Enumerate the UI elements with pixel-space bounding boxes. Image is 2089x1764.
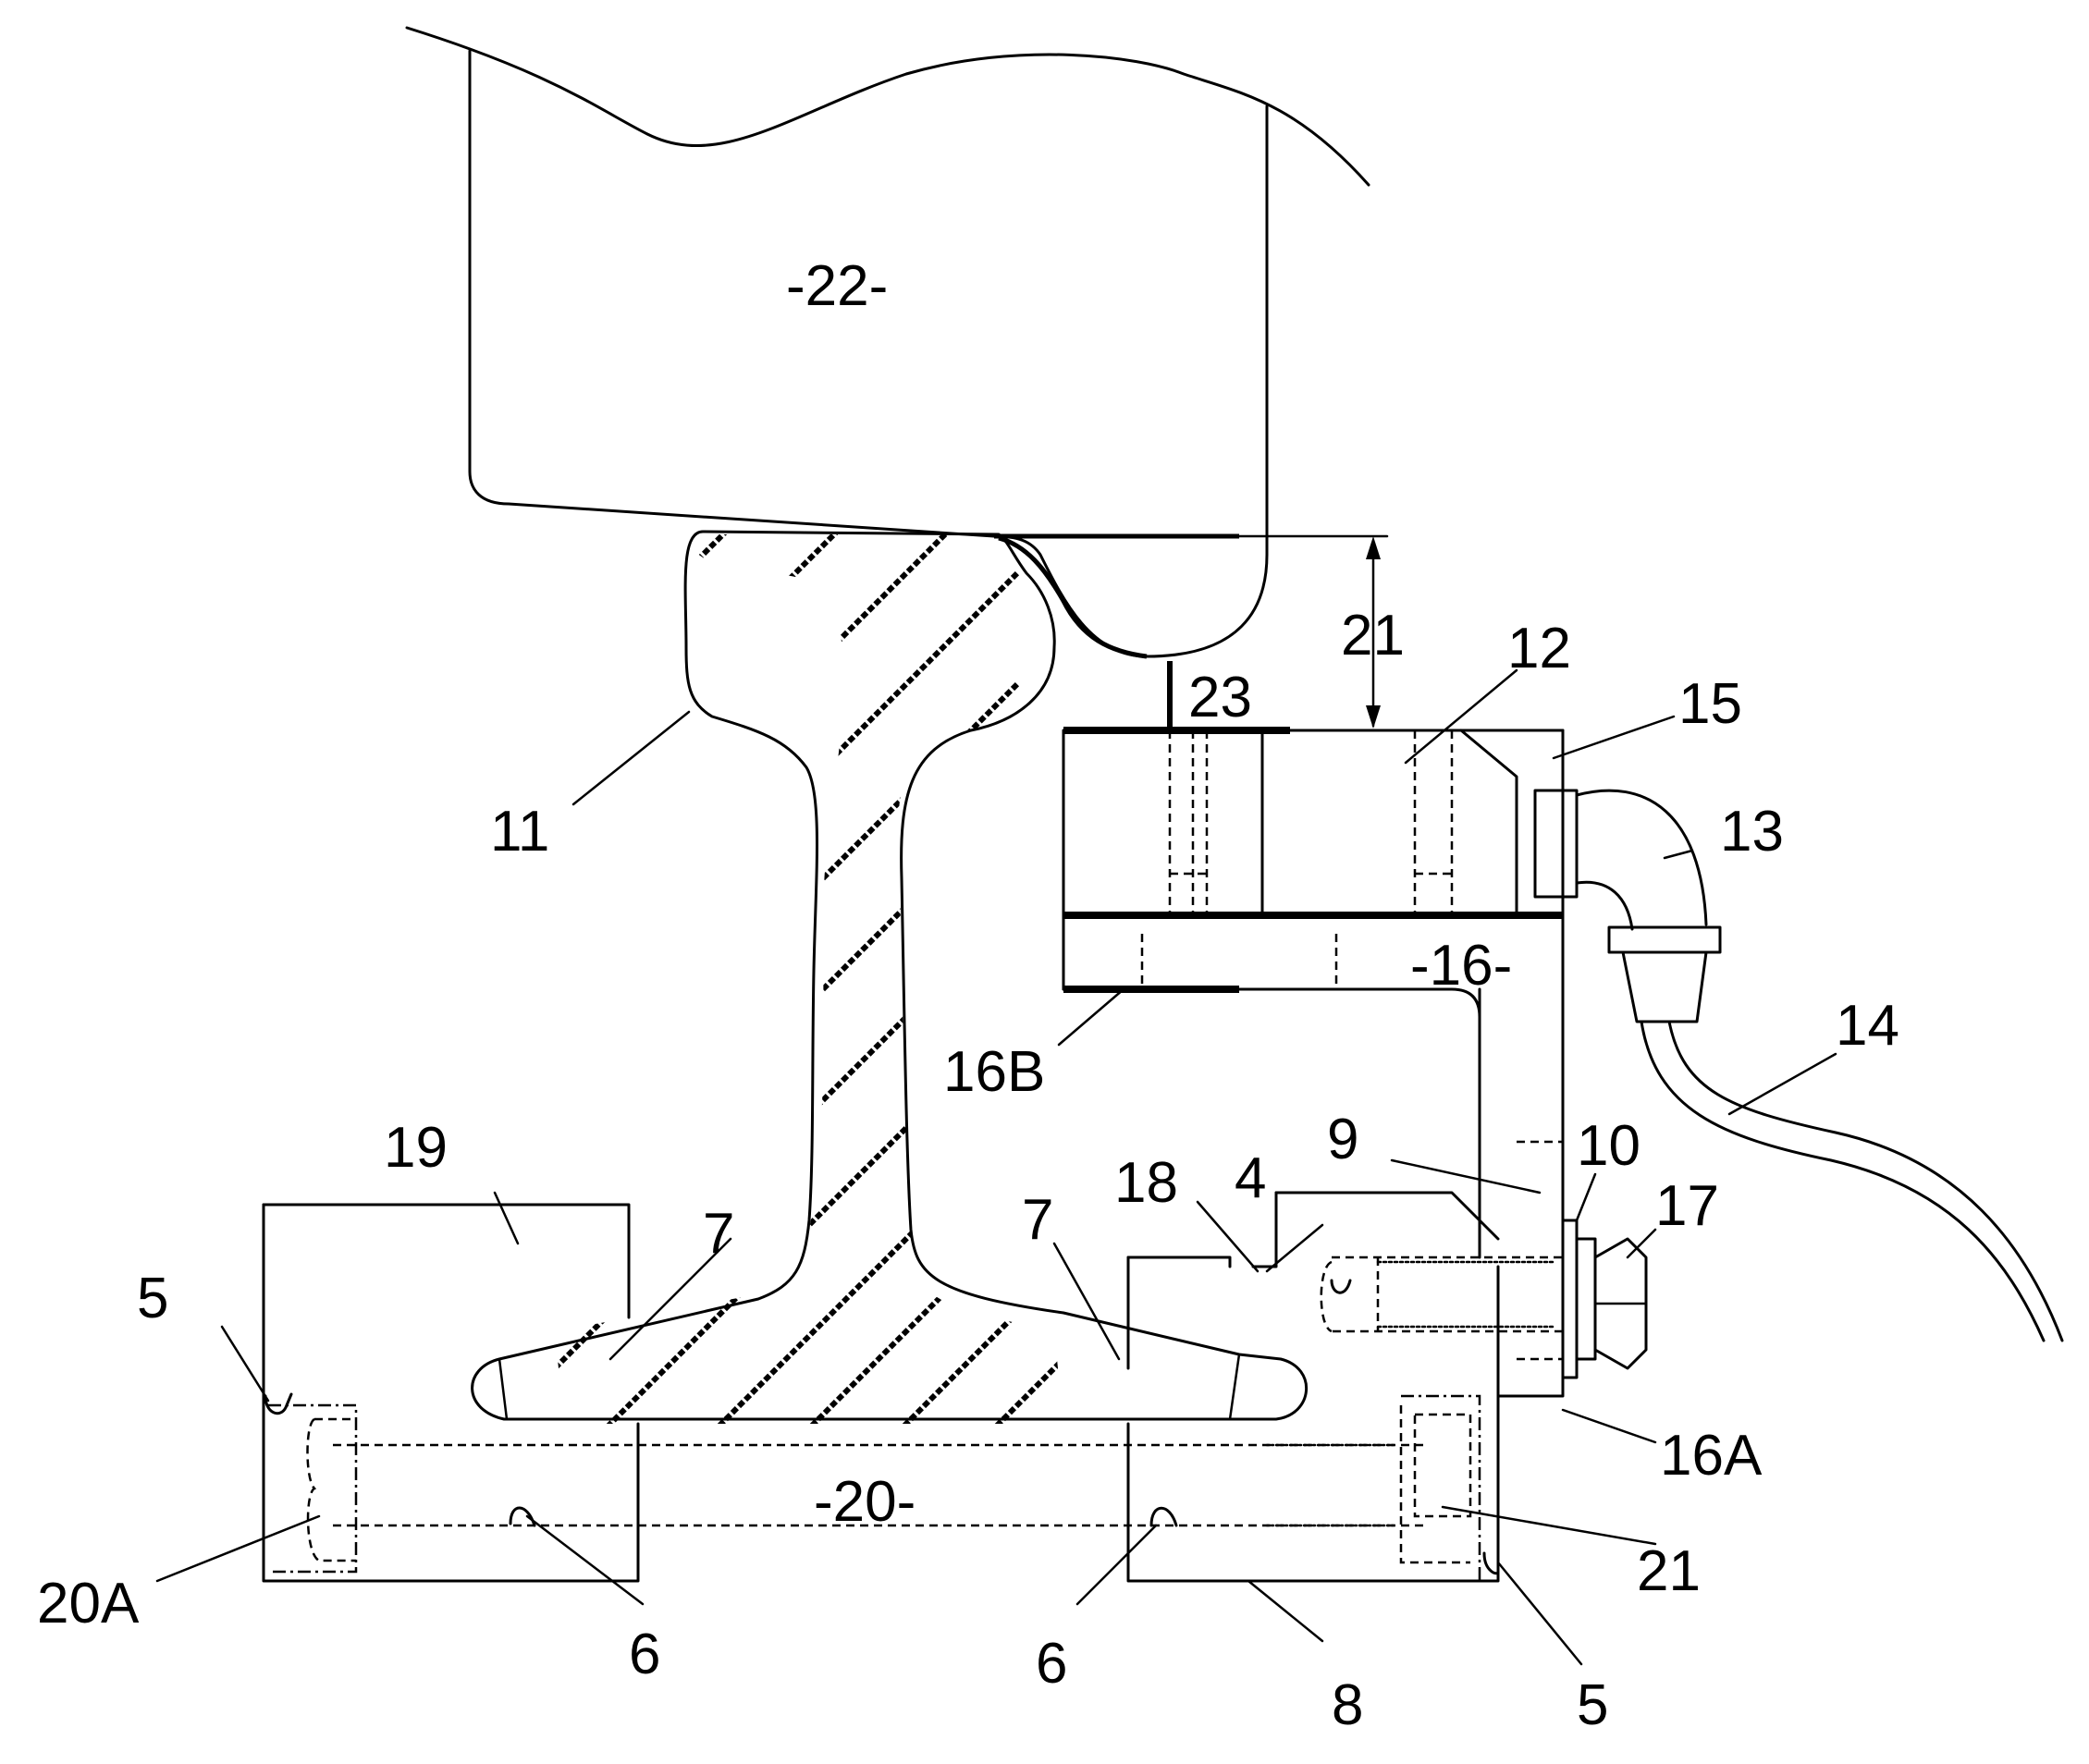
label-17: 17 bbox=[1655, 1174, 1719, 1238]
label-18: 18 bbox=[1114, 1151, 1178, 1215]
label-7-right: 7 bbox=[1022, 1188, 1053, 1252]
label-7-left: 7 bbox=[703, 1202, 734, 1266]
label-21-right: 21 bbox=[1637, 1539, 1701, 1603]
label-5-left: 5 bbox=[137, 1267, 168, 1330]
label-4: 4 bbox=[1235, 1146, 1266, 1210]
nut-washer bbox=[1563, 1220, 1646, 1378]
label-23: 23 bbox=[1188, 666, 1252, 729]
label-8: 8 bbox=[1332, 1673, 1363, 1737]
clamp-bolt bbox=[1321, 1257, 1563, 1331]
label-13: 13 bbox=[1720, 800, 1784, 864]
wheel bbox=[407, 28, 1369, 656]
label-11: 11 bbox=[490, 800, 549, 864]
label-16: -16- bbox=[1410, 934, 1512, 998]
label-16B: 16B bbox=[943, 1040, 1045, 1104]
callout-labels: -22- 21 12 23 15 11 13 -16- 14 16B 9 10 … bbox=[37, 254, 1899, 1737]
label-6-right: 6 bbox=[1036, 1632, 1067, 1696]
label-6-left: 6 bbox=[629, 1623, 660, 1686]
sensor-bracket bbox=[1063, 730, 1563, 1424]
label-20: -20- bbox=[814, 1470, 915, 1534]
label-15: 15 bbox=[1678, 672, 1742, 736]
label-wheel: -22- bbox=[786, 254, 888, 318]
label-16A: 16A bbox=[1660, 1424, 1763, 1488]
label-20A: 20A bbox=[37, 1572, 140, 1635]
label-21-top: 21 bbox=[1341, 604, 1405, 668]
rail bbox=[416, 425, 1307, 1498]
connector-cable bbox=[1535, 790, 2062, 1341]
label-9: 9 bbox=[1327, 1108, 1358, 1171]
rail-hatching bbox=[416, 425, 1110, 1498]
label-10: 10 bbox=[1577, 1114, 1640, 1178]
label-5-right: 5 bbox=[1577, 1673, 1608, 1737]
label-12: 12 bbox=[1507, 617, 1571, 680]
label-19: 19 bbox=[384, 1116, 448, 1180]
label-14: 14 bbox=[1836, 994, 1899, 1058]
